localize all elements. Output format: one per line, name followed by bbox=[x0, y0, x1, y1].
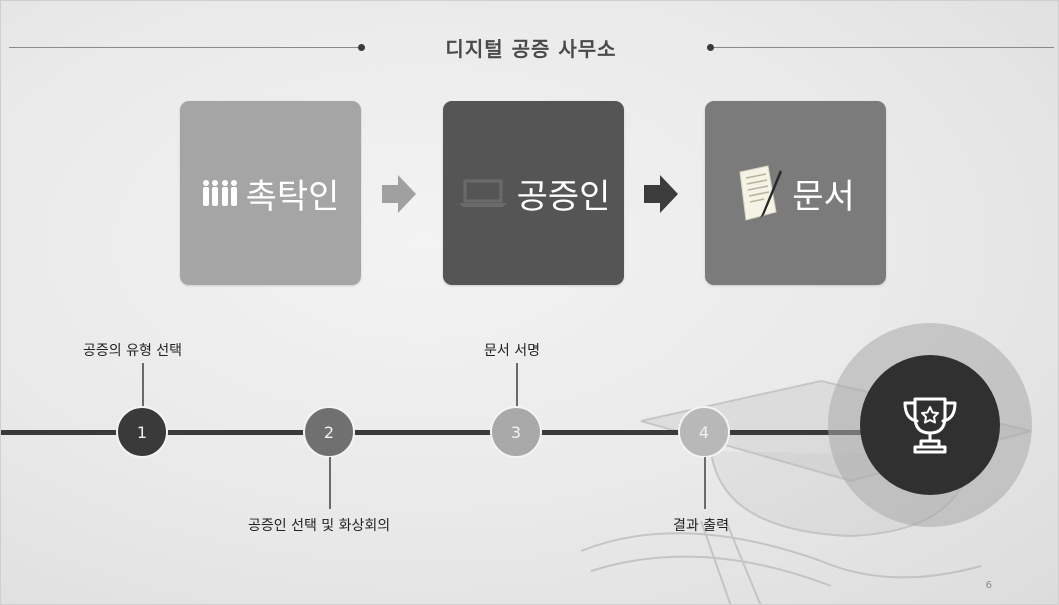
step-4-label: 결과 출력 bbox=[673, 518, 729, 534]
step-1-number: 1 bbox=[136, 422, 148, 442]
title-line-right bbox=[714, 47, 1054, 48]
goal-circle bbox=[860, 355, 1000, 495]
step-3-node: 3 bbox=[490, 406, 542, 458]
title-line-left bbox=[9, 47, 361, 48]
slide-title: 디지털 공증 사무소 bbox=[445, 37, 617, 61]
requester-label: 촉탁인 bbox=[245, 176, 340, 217]
people-icon bbox=[202, 180, 237, 206]
step-3-label: 문서 서명 bbox=[484, 343, 540, 359]
step-2-node: 2 bbox=[303, 406, 355, 458]
step-1-label: 공증의 유형 선택 bbox=[83, 343, 183, 359]
notary-box: 공증인 bbox=[443, 101, 624, 285]
step-4-connector bbox=[704, 457, 706, 509]
document-box: 문서 bbox=[705, 101, 886, 285]
step-2-connector bbox=[329, 457, 331, 509]
title-dot-left bbox=[358, 44, 365, 51]
step-2-label: 공증인 선택 및 화상회의 bbox=[248, 518, 391, 534]
step-4-number: 4 bbox=[698, 422, 710, 442]
trophy-icon bbox=[903, 397, 957, 454]
step-3-connector bbox=[516, 363, 518, 407]
step-1-connector bbox=[142, 363, 144, 407]
title-dot-right bbox=[707, 44, 714, 51]
step-3-number: 3 bbox=[510, 422, 522, 442]
step-4-node: 4 bbox=[678, 406, 730, 458]
laptop-icon bbox=[458, 179, 507, 207]
notary-label: 공증인 bbox=[516, 176, 611, 217]
arrow-right-icon bbox=[382, 175, 416, 213]
document-label: 문서 bbox=[792, 176, 855, 217]
page-number: 6 bbox=[985, 580, 992, 591]
timeline-bar bbox=[1, 430, 871, 435]
step-1-node: 1 bbox=[116, 406, 168, 458]
arrow-right-icon bbox=[644, 175, 678, 213]
document-pen-icon bbox=[739, 165, 783, 221]
step-2-number: 2 bbox=[323, 422, 335, 442]
requester-box: 촉탁인 bbox=[180, 101, 361, 285]
